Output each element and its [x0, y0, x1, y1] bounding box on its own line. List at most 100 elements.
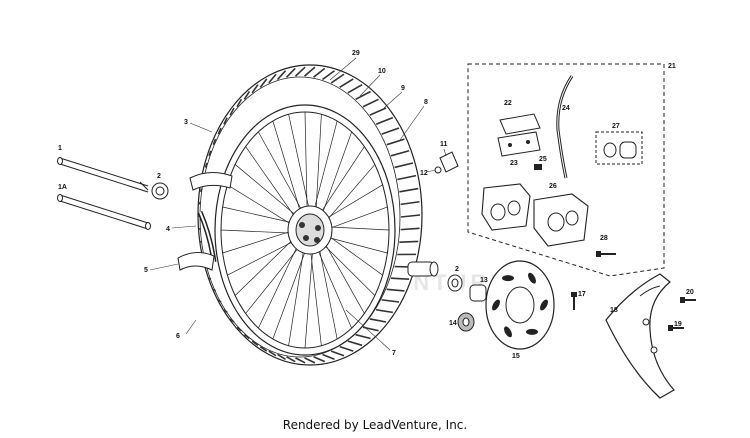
- axle-nut[interactable]: [457, 312, 475, 332]
- leader-lines: [149, 57, 447, 351]
- tread-knob: [347, 83, 363, 94]
- tread-knob: [200, 240, 203, 243]
- spoke: [304, 247, 314, 349]
- tread-knob: [251, 340, 259, 346]
- disc-slot: [540, 299, 548, 311]
- tread-knob: [212, 288, 217, 292]
- tread-knob: [322, 353, 335, 361]
- tread-knob: [268, 73, 277, 84]
- rim-strip[interactable]: [177, 252, 215, 271]
- tread-knob: [375, 116, 394, 125]
- wheel-hub[interactable]: [287, 205, 333, 255]
- tread-knob: [223, 309, 228, 313]
- tread-knob: [397, 174, 417, 181]
- tread-knob: [390, 277, 410, 281]
- callout-7: 7: [392, 350, 396, 357]
- caliper-body-left[interactable]: [481, 183, 531, 231]
- spoke: [309, 247, 322, 346]
- tread-knob: [236, 326, 242, 332]
- caliper-assembly-box: [467, 63, 665, 277]
- spoke: [318, 245, 338, 340]
- tread-knob: [390, 150, 410, 157]
- caliper-body-right[interactable]: [533, 193, 589, 247]
- disc-slot: [528, 272, 536, 284]
- tread-knob: [204, 162, 208, 168]
- spoke: [323, 184, 383, 221]
- tread-knob: [208, 277, 212, 280]
- guard-bolt-20[interactable]: [680, 297, 696, 303]
- brake-hose[interactable]: [556, 75, 574, 179]
- callout-22: 22: [504, 100, 512, 107]
- callout-21: 21: [668, 63, 676, 70]
- brake-disc[interactable]: [485, 260, 555, 350]
- tread-knob: [217, 299, 222, 303]
- tread-knob: [217, 127, 222, 135]
- callout-28: 28: [600, 235, 608, 242]
- render-credit: Rendered by LeadVenture, Inc.: [282, 418, 468, 432]
- caliper-bolt[interactable]: [596, 251, 616, 257]
- callout-10: 10: [378, 68, 386, 75]
- tread-knob: [286, 356, 296, 363]
- spoke: [318, 146, 365, 216]
- callout-14: 14: [449, 320, 457, 327]
- spoke: [304, 111, 308, 213]
- spokes[interactable]: [220, 111, 390, 349]
- axle-collar[interactable]: [407, 261, 439, 277]
- disc-guard[interactable]: [605, 273, 675, 399]
- spoke: [324, 236, 388, 254]
- brake-pad-set[interactable]: [497, 113, 541, 157]
- spoke: [234, 236, 296, 296]
- tread-knob: [212, 138, 217, 145]
- tread-knob: [236, 98, 243, 108]
- tread-knob: [400, 200, 420, 206]
- tread-knob: [295, 357, 306, 364]
- callout-17: 17: [578, 291, 586, 298]
- spoke: [222, 229, 295, 254]
- spoke: [325, 206, 388, 231]
- spoke: [316, 246, 352, 329]
- wheel-bearing-right[interactable]: [447, 274, 463, 292]
- tread-knob: [322, 70, 335, 81]
- spoke: [258, 131, 304, 214]
- front-axle-1a[interactable]: [57, 194, 151, 230]
- spoke: [321, 242, 376, 296]
- spoke: [322, 240, 365, 314]
- piston-seal-kit[interactable]: [595, 131, 643, 165]
- spoke: [288, 114, 311, 213]
- wheel-spacer-left[interactable]: [151, 182, 169, 200]
- spoke: [245, 146, 298, 220]
- disc-slot: [502, 275, 514, 282]
- callout-1: 1: [58, 145, 62, 152]
- tread-knob: [313, 355, 326, 363]
- guard-bolt-19[interactable]: [668, 325, 684, 331]
- tread-knob: [276, 70, 287, 81]
- tread-knob: [355, 333, 371, 340]
- callout-8: 8: [424, 99, 428, 106]
- spoke: [227, 239, 297, 276]
- callout-29: 29: [352, 50, 360, 57]
- disc-bolt[interactable]: [571, 292, 577, 310]
- tread-knob: [347, 340, 363, 347]
- tread-knob: [362, 98, 379, 108]
- spoke: [220, 229, 295, 234]
- tire-section-top[interactable]: [189, 172, 233, 191]
- tread-knob: [339, 78, 354, 89]
- tread-knob: [339, 345, 354, 352]
- tread-knob: [251, 84, 259, 94]
- tread-knob: [243, 91, 251, 100]
- tread-knob: [399, 187, 419, 193]
- spoke: [325, 233, 383, 276]
- spacer-13[interactable]: [469, 284, 487, 302]
- spoke: [258, 242, 300, 329]
- callout-5: 5: [144, 267, 148, 274]
- callout-23: 23: [510, 160, 518, 167]
- tread-knob: [304, 357, 316, 364]
- tread-knob: [198, 201, 202, 205]
- tread-knob: [330, 73, 345, 84]
- front-axle-1[interactable]: [57, 157, 149, 193]
- spoke: [325, 226, 390, 231]
- bleeder-screw[interactable]: [534, 164, 542, 170]
- spoke: [227, 184, 295, 227]
- speedo-drive-part[interactable]: [434, 151, 459, 174]
- tread-knob: [394, 162, 414, 169]
